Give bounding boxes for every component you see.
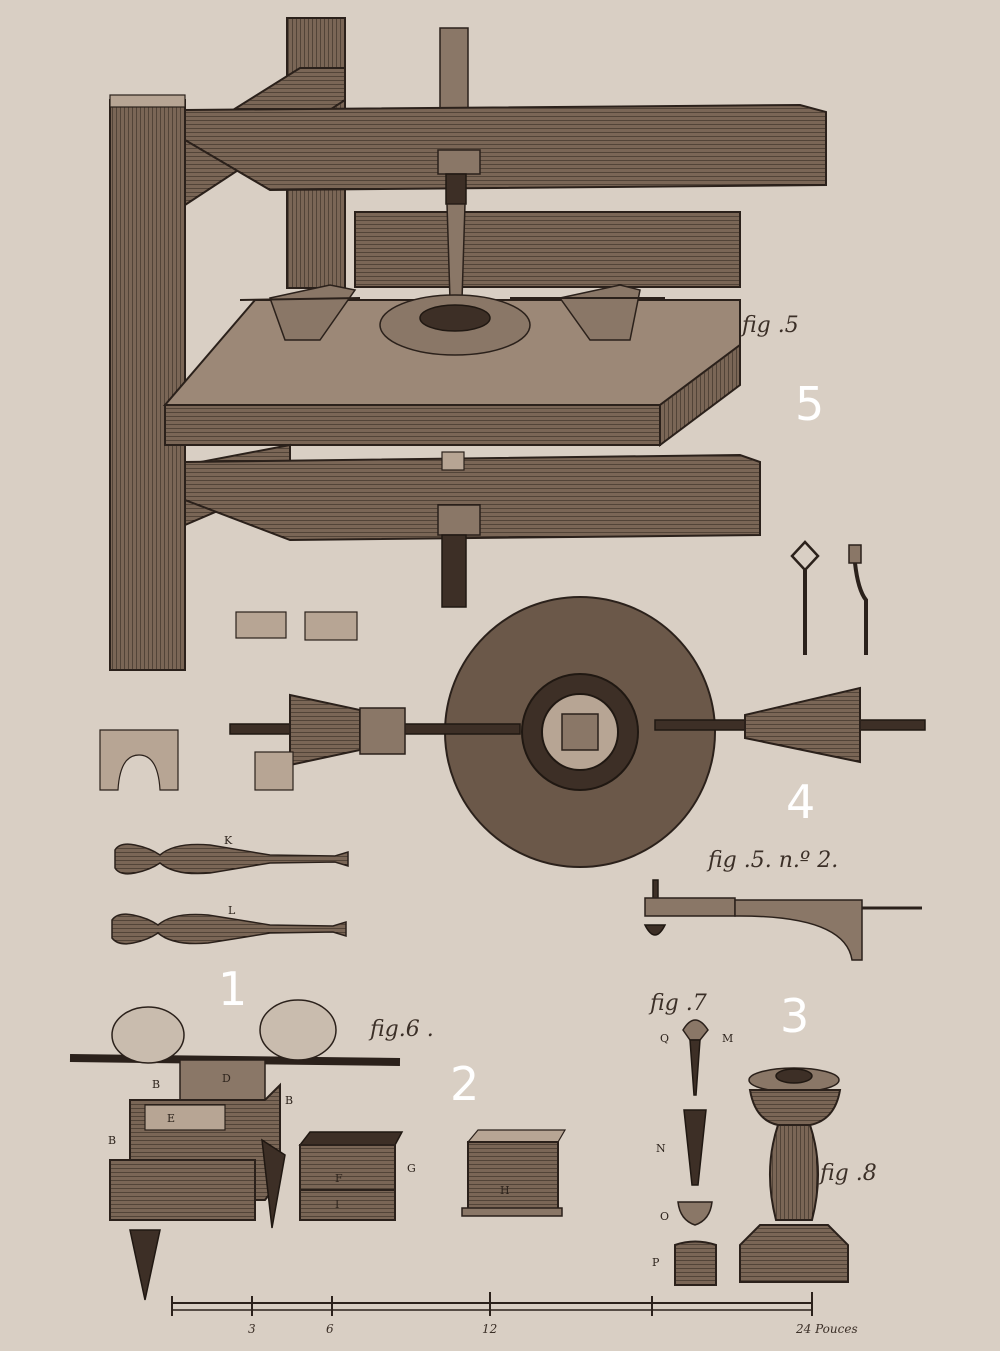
lower-beam-peg bbox=[441, 451, 465, 471]
box-fg-top bbox=[298, 1131, 404, 1146]
part-o bbox=[677, 1201, 713, 1226]
letter-o: O bbox=[660, 1210, 669, 1223]
part-m-head bbox=[682, 1019, 709, 1041]
letter-n: N bbox=[656, 1142, 666, 1155]
lower-post bbox=[441, 534, 467, 608]
screw-collar bbox=[445, 173, 467, 205]
caption-fig8: fig .8 bbox=[818, 1161, 877, 1186]
back-board bbox=[354, 211, 741, 288]
hook-rod-head bbox=[848, 544, 862, 564]
table-side bbox=[659, 343, 741, 447]
punch-right bbox=[261, 1138, 286, 1229]
letter-g: G bbox=[407, 1162, 416, 1175]
die-ring-hole bbox=[419, 304, 491, 332]
overlay-number-2: 2 bbox=[450, 1057, 479, 1111]
letter-d: D bbox=[222, 1072, 231, 1085]
small-plate-1 bbox=[235, 611, 287, 639]
fig8-base bbox=[739, 1224, 849, 1283]
scale-label-24: 24 Pouces bbox=[795, 1322, 858, 1336]
lower-block bbox=[437, 504, 481, 536]
bearing-tool-bell bbox=[643, 924, 667, 936]
small-plate-2 bbox=[304, 611, 358, 641]
handle-l-shape bbox=[111, 913, 347, 945]
letter-m: M bbox=[722, 1032, 733, 1045]
caption-fig7: fig .7 bbox=[648, 991, 707, 1016]
letter-q: Q bbox=[660, 1032, 669, 1045]
bearing-tool-pin bbox=[652, 879, 659, 901]
block-label-area bbox=[144, 1104, 226, 1131]
box-h-body bbox=[467, 1141, 559, 1211]
part-n bbox=[683, 1109, 707, 1186]
small-rods bbox=[790, 540, 868, 655]
left-post-top bbox=[109, 94, 186, 108]
block-top-d bbox=[179, 1059, 266, 1101]
scale-bar: 3 6 12 24 Pouces bbox=[171, 1292, 858, 1336]
key-rod-head bbox=[790, 540, 820, 572]
part-p bbox=[674, 1240, 717, 1286]
overlay-number-5: 5 bbox=[795, 377, 824, 431]
spindle bbox=[446, 203, 466, 301]
handle-k bbox=[114, 843, 349, 875]
scale-label-12: 12 bbox=[482, 1322, 497, 1336]
left-cone bbox=[289, 693, 361, 767]
box-fig bbox=[298, 1131, 404, 1221]
overlay-number-4: 4 bbox=[786, 775, 815, 829]
bearing-tool-arm bbox=[734, 899, 863, 961]
box-fg bbox=[299, 1144, 396, 1221]
bearing-tool-head bbox=[644, 897, 736, 917]
letter-k: K bbox=[224, 834, 233, 847]
press-frame-figure bbox=[109, 17, 827, 671]
letter-f: F bbox=[335, 1172, 343, 1185]
bearing-tool bbox=[643, 879, 922, 961]
scale-label-3: 3 bbox=[248, 1322, 256, 1336]
letter-e: E bbox=[167, 1112, 175, 1125]
fig6-assembly bbox=[69, 999, 401, 1301]
part-q-shaft bbox=[689, 1039, 701, 1096]
caption-fig5-no2: fig .5. n.º 2. bbox=[706, 848, 838, 873]
left-coupling bbox=[359, 707, 406, 755]
fig8-top-hole bbox=[775, 1068, 813, 1084]
punch-left bbox=[129, 1229, 161, 1301]
letter-l: L bbox=[228, 904, 236, 917]
block-base bbox=[109, 1159, 256, 1221]
letter-h: H bbox=[500, 1184, 510, 1197]
letter-b1: B bbox=[152, 1078, 160, 1091]
right-cone bbox=[744, 686, 861, 764]
caption-fig5: fig .5 bbox=[740, 313, 799, 338]
box-h-top bbox=[466, 1129, 567, 1143]
box-h bbox=[461, 1129, 567, 1217]
fig8-mold bbox=[739, 1067, 849, 1283]
overlay-number-1: 1 bbox=[218, 962, 247, 1016]
table-front bbox=[164, 404, 661, 446]
screw-block bbox=[437, 149, 481, 175]
handle-k-shape bbox=[114, 843, 349, 875]
fig7-parts bbox=[674, 1019, 717, 1286]
letter-i: I bbox=[335, 1198, 339, 1211]
box-h-base bbox=[461, 1207, 563, 1217]
letter-b3: B bbox=[108, 1134, 116, 1147]
scale-label-6: 6 bbox=[326, 1322, 334, 1336]
top-beam bbox=[184, 103, 827, 192]
right-hand bbox=[259, 999, 337, 1061]
left-block bbox=[254, 751, 294, 791]
letter-p: P bbox=[652, 1256, 660, 1269]
lower-beam bbox=[184, 453, 761, 542]
letter-b2: B bbox=[285, 1094, 293, 1107]
left-post bbox=[109, 99, 186, 671]
fig8-cup bbox=[748, 1089, 842, 1126]
left-clamp-rod bbox=[239, 297, 361, 301]
fig8-stem bbox=[769, 1124, 819, 1221]
hook-rod bbox=[853, 562, 868, 655]
left-hand bbox=[111, 1006, 185, 1064]
caption-fig6: fig.6 . bbox=[368, 1017, 434, 1042]
overlay-number-3: 3 bbox=[780, 989, 809, 1043]
wheel-square bbox=[561, 713, 599, 751]
wheel-assembly bbox=[229, 596, 926, 868]
arch-block bbox=[99, 729, 179, 791]
handle-l bbox=[111, 913, 347, 945]
